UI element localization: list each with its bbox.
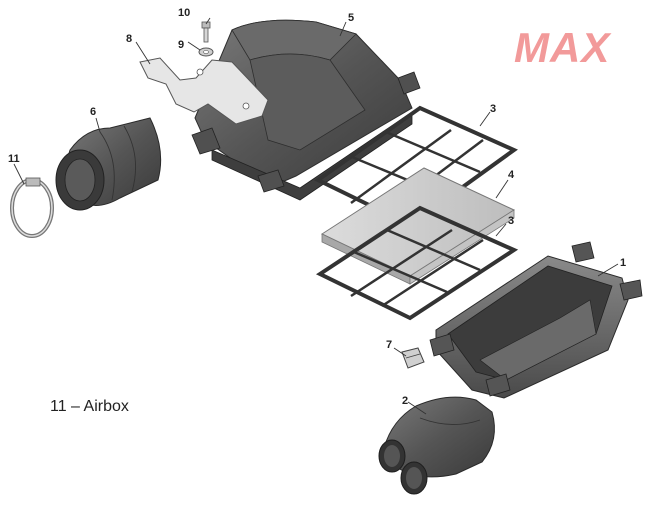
airbox-cover	[191, 19, 421, 201]
callout-3-upper: 3	[490, 103, 496, 115]
diagram-caption: 11 – Airbox	[50, 398, 129, 415]
leader-lines	[13, 17, 619, 415]
callout-3-lower: 3	[508, 215, 514, 227]
callout-5: 5	[348, 12, 354, 24]
washer	[198, 47, 214, 57]
intake-adapter	[55, 117, 162, 211]
callout-9: 9	[178, 39, 184, 51]
callout-11: 11	[8, 153, 20, 165]
callout-4: 4	[508, 169, 515, 181]
callout-6: 6	[90, 106, 96, 118]
callout-1: 1	[620, 257, 626, 269]
airbox-base	[429, 241, 643, 399]
callout-8: 8	[126, 33, 132, 45]
callout-labels: 5 10 9 8 6 11 3 4 3 1 7 2	[8, 7, 626, 407]
outlet-duct	[378, 396, 495, 495]
retaining-clip	[401, 347, 425, 369]
hose-clamp	[10, 177, 54, 238]
callout-7: 7	[386, 339, 392, 351]
callout-10: 10	[178, 7, 190, 19]
filter-screen-lower	[315, 205, 519, 321]
callout-2: 2	[402, 395, 408, 407]
bolt	[201, 21, 211, 43]
mounting-bracket	[139, 57, 269, 125]
model-badge: MAX	[514, 24, 611, 71]
